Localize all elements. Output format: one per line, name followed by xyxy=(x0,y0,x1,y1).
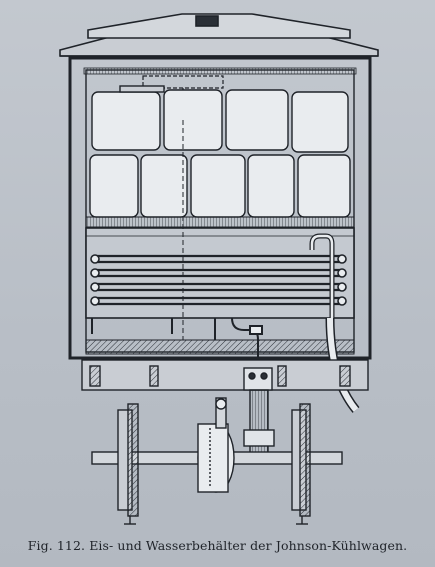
car-body xyxy=(68,56,372,360)
ice-blocks-bottom xyxy=(89,154,351,218)
pump-assembly xyxy=(243,367,275,463)
figure-label: Fig. 112. xyxy=(27,538,86,553)
undercarriage xyxy=(81,359,369,391)
roof xyxy=(59,13,379,57)
water-tank xyxy=(85,120,355,340)
drain-pipes xyxy=(91,317,263,362)
figure-caption-text: Eis- und Wasserbehälter der Johnson-Kühl… xyxy=(89,538,408,553)
ice-grate xyxy=(85,216,355,228)
ice-blocks-top xyxy=(91,85,349,153)
axle-wheels xyxy=(91,397,343,525)
figure-caption: Fig. 112. Eis- und Wasserbehälter der Jo… xyxy=(0,538,435,553)
figure-illustration xyxy=(59,13,379,525)
